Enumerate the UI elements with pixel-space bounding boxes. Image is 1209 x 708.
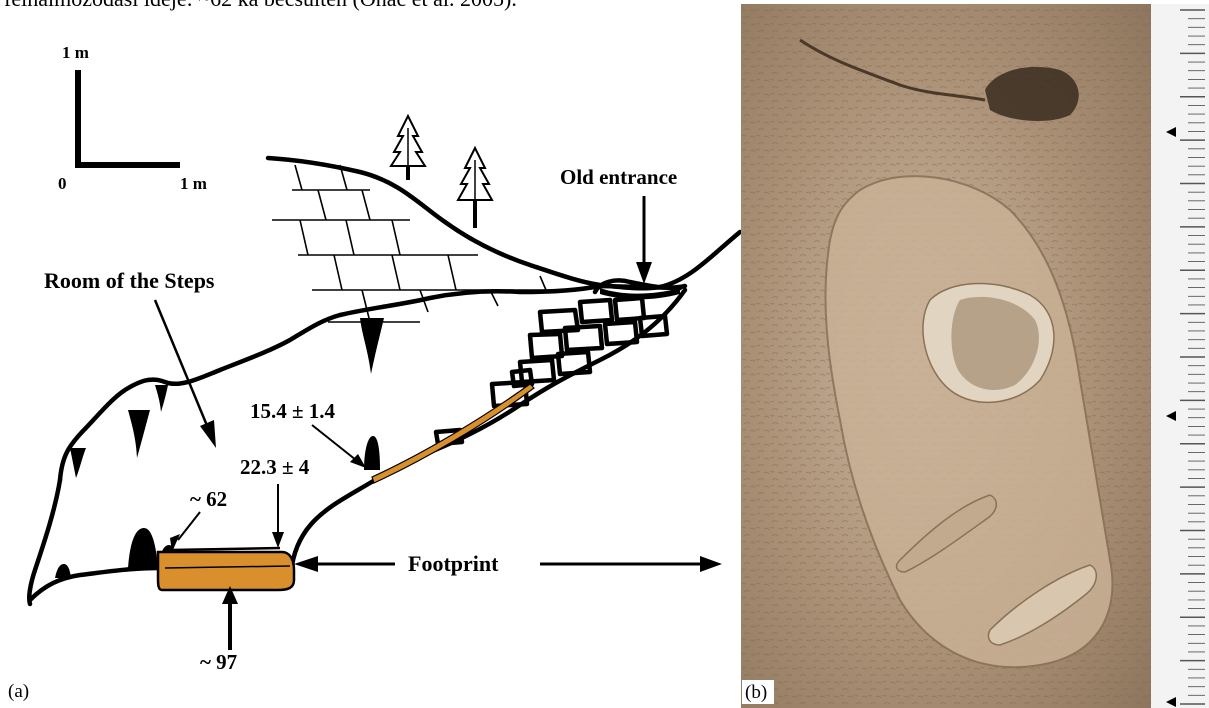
entrance-rubble	[436, 298, 667, 444]
scale-vertical-label: 1 m	[62, 43, 89, 62]
panel-b-photo: (b)	[741, 4, 1209, 708]
ruler	[1151, 4, 1209, 708]
panel-b-label: (b)	[745, 682, 767, 703]
age-arrow-15-4	[312, 425, 366, 468]
old-entrance-label: Old entrance	[560, 165, 677, 189]
age-arrow-97	[222, 586, 238, 650]
age-label-62: ~ 62	[190, 487, 227, 511]
scale-bar-lines	[78, 70, 180, 165]
footprint-arrow-left	[294, 556, 395, 572]
cave-floor-lower	[30, 568, 160, 600]
tree-icon	[458, 148, 492, 228]
footprint-arrow-right	[540, 556, 722, 572]
scale-horizontal-label: 1 m	[180, 174, 207, 193]
header-text: felhalmozódási ideje: ~62 ka becsülten (…	[4, 0, 517, 11]
age-label-97: ~ 97	[200, 650, 237, 674]
sediment-upper-line	[170, 548, 280, 550]
footprint-label: Footprint	[408, 551, 499, 576]
age-label-22-3: 22.3 ± 4	[240, 455, 310, 479]
tree-icon	[391, 116, 425, 180]
limestone-bedrock	[272, 165, 552, 322]
cave-floor-slope	[292, 290, 685, 565]
age-arrow-62	[170, 512, 200, 552]
age-label-15-4: 15.4 ± 1.4	[250, 399, 336, 423]
old-entrance-arrow	[636, 196, 652, 284]
footprint-sediment	[158, 552, 294, 590]
scale-origin-label: 0	[58, 174, 67, 193]
sediment-layer-slope	[372, 384, 534, 483]
room-of-steps-label: Room of the Steps	[44, 268, 215, 293]
age-arrow-22-3	[272, 484, 284, 548]
panel-a-label: (a)	[8, 681, 29, 702]
panel-a-diagram: 1 m 0 1 m	[8, 43, 740, 702]
scale-bar: 1 m 0 1 m	[58, 43, 207, 193]
